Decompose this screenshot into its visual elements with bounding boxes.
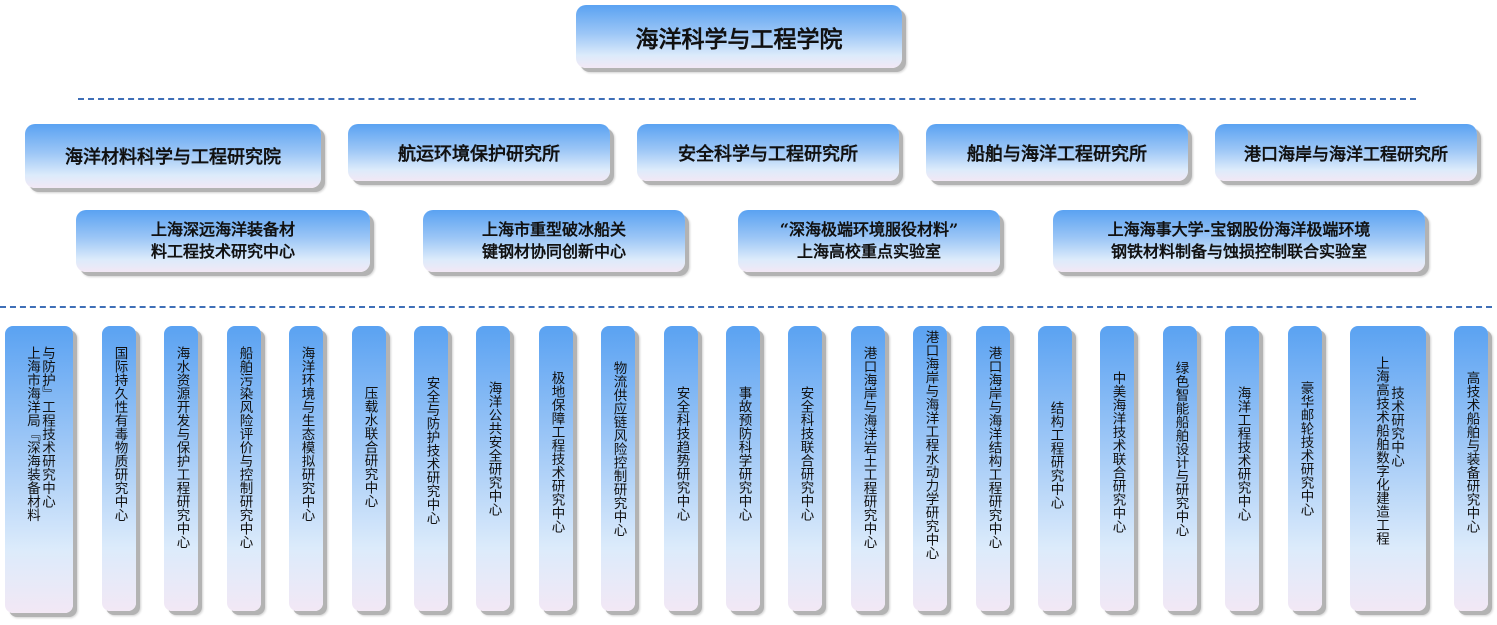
college-title: 海洋科学与工程学院: [635, 26, 843, 53]
lab-label: 豪华邮轮技术研究中心: [1297, 381, 1314, 516]
center-line: 键钢材协同创新中心: [481, 242, 626, 261]
lab-label: 海洋公共安全研究中心: [485, 381, 502, 516]
lab-box: 港口海岸与海洋工程水动力学研究中心: [913, 326, 947, 611]
lab-label: 港口海岸与海洋结构工程研究中心: [985, 346, 1002, 549]
lab-box: 海水资源开发与保护工程研究中心: [164, 326, 198, 611]
institute-label: 港口海岸与海洋工程研究所: [1244, 145, 1448, 165]
lab-box: 压载水联合研究中心: [352, 326, 386, 611]
lab-box: 结构工程研究中心: [1038, 326, 1072, 611]
lab-label: 事故预防科学研究中心: [735, 386, 752, 521]
lab-label: 安全科技趋势研究中心: [673, 386, 690, 521]
lab-box: 海洋公共安全研究中心: [476, 326, 510, 611]
center-line: “深海极端环境服役材料”: [779, 220, 959, 239]
center-box: 上海深远海洋装备材料工程技术研究中心: [76, 210, 370, 272]
center-box: 上海市重型破冰船关键钢材协同创新中心: [423, 210, 685, 272]
lab-label: 国际持久性有毒物质研究中心: [111, 346, 128, 522]
lab-box: 海洋环境与生态模拟研究中心: [289, 326, 323, 611]
lab-box: 船舶污染风险评价与控制研究中心: [227, 326, 261, 611]
divider-top: [78, 98, 1416, 100]
lab-box: 安全与防护技术研究中心: [414, 326, 448, 611]
lab-label: 海水资源开发与保护工程研究中心: [173, 346, 190, 549]
institute-label: 航运环境保护研究所: [398, 143, 560, 165]
center-line: 料工程技术研究中心: [150, 242, 295, 261]
institute-label: 安全科学与工程研究所: [678, 143, 858, 165]
center-box: 上海海事大学-宝钢股份海洋极端环境钢铁材料制备与蚀损控制联合实验室: [1053, 210, 1425, 272]
institute-box: 船舶与海洋工程研究所: [926, 124, 1188, 181]
lab-box: 安全科技趋势研究中心: [664, 326, 698, 611]
lab-label: 技术研究中心: [1388, 386, 1404, 467]
lab-label: 海洋环境与生态模拟研究中心: [298, 346, 315, 522]
lab-box: 港口海岸与海洋岩土工程研究中心: [851, 326, 885, 611]
center-line: 上海市重型破冰船关: [481, 220, 626, 239]
lab-label: 上海市海洋局『深海装备材料: [24, 346, 40, 522]
lab-box: 技术研究中心 上海高技术船舶数字化建造工程: [1350, 326, 1426, 611]
lab-label: 结构工程研究中心: [1047, 401, 1064, 509]
lab-box: 与防护』工程技术研究中心 上海市海洋局『深海装备材料: [5, 326, 73, 613]
lab-box: 极地保障工程技术研究中心: [539, 326, 573, 611]
lab-box: 中美海洋技术联合研究中心: [1100, 326, 1134, 611]
lab-label: 绿色智能船舶设计与研究中心: [1172, 361, 1189, 537]
lab-label: 物流供应链风险控制研究中心: [610, 361, 627, 537]
lab-label: 安全与防护技术研究中心: [423, 376, 440, 525]
institute-box: 航运环境保护研究所: [348, 124, 610, 181]
lab-box: 绿色智能船舶设计与研究中心: [1163, 326, 1197, 611]
center-line: 上海海事大学-宝钢股份海洋极端环境: [1107, 220, 1371, 239]
lab-label: 港口海岸与海洋工程水动力学研究中心: [922, 330, 939, 560]
lab-box: 港口海岸与海洋结构工程研究中心: [976, 326, 1010, 611]
lab-box: 事故预防科学研究中心: [726, 326, 760, 611]
institute-box: 港口海岸与海洋工程研究所: [1215, 124, 1477, 181]
lab-label: 安全科技联合研究中心: [797, 386, 814, 521]
lab-box: 高技术船舶与装备研究中心: [1454, 326, 1488, 611]
divider-bottom: [0, 306, 1492, 308]
institute-label: 船舶与海洋工程研究所: [967, 143, 1147, 165]
lab-label: 压载水联合研究中心: [361, 386, 378, 508]
institute-box: 海洋材料科学与工程研究院: [25, 124, 321, 188]
institute-label: 海洋材料科学与工程研究院: [65, 147, 281, 168]
center-line: 钢铁材料制备与蚀损控制联合实验室: [1110, 242, 1367, 261]
lab-box: 安全科技联合研究中心: [788, 326, 822, 611]
institute-box: 安全科学与工程研究所: [637, 124, 899, 181]
lab-label: 港口海岸与海洋岩土工程研究中心: [860, 346, 877, 549]
center-box: “深海极端环境服役材料” 上海高校重点实验室: [738, 210, 1000, 272]
lab-box: 国际持久性有毒物质研究中心: [102, 326, 136, 611]
center-line: 上海高校重点实验室: [796, 242, 941, 261]
lab-label: 极地保障工程技术研究中心: [548, 371, 565, 533]
lab-label: 与防护』工程技术研究中心: [39, 346, 55, 508]
lab-label: 船舶污染风险评价与控制研究中心: [236, 346, 253, 549]
lab-box: 物流供应链风险控制研究中心: [601, 326, 635, 611]
lab-box: 豪华邮轮技术研究中心: [1288, 326, 1322, 611]
lab-label: 上海高技术船舶数字化建造工程: [1373, 356, 1389, 545]
center-line: 上海深远海洋装备材: [150, 220, 295, 239]
college-box: 海洋科学与工程学院: [576, 5, 902, 68]
lab-box: 海洋工程技术研究中心: [1225, 326, 1259, 611]
lab-label: 中美海洋技术联合研究中心: [1109, 371, 1126, 533]
lab-label: 高技术船舶与装备研究中心: [1463, 371, 1480, 533]
lab-label: 海洋工程技术研究中心: [1234, 386, 1251, 521]
